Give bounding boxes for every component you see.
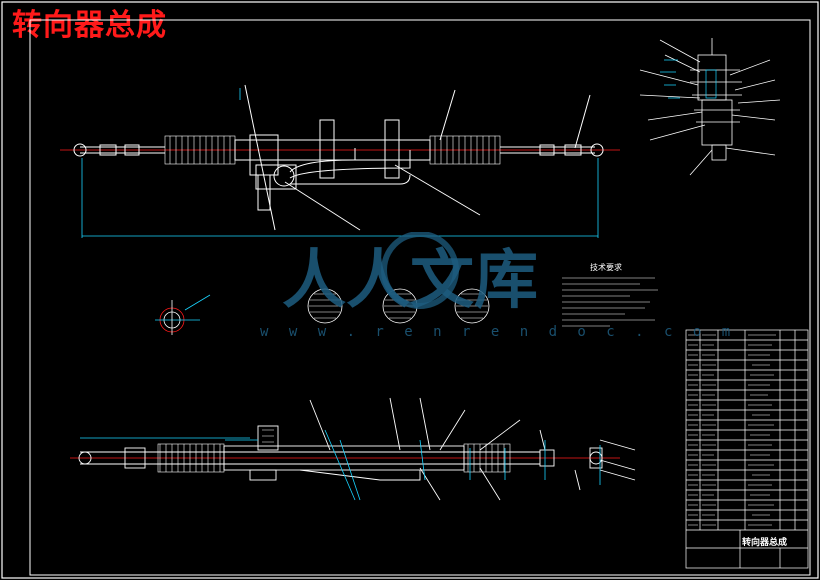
section-detail-a xyxy=(155,294,211,335)
title-block-drawing-name: 转向器总成 xyxy=(742,538,788,548)
top-dimension xyxy=(81,88,599,238)
rack-assembly-section-view xyxy=(70,397,636,501)
valve-section-dimensions xyxy=(660,59,717,99)
technical-requirements-heading: 技术要求 xyxy=(590,263,622,272)
inner-frame xyxy=(29,19,811,576)
cross-section-2 xyxy=(382,288,418,324)
cross-section-1 xyxy=(307,288,343,324)
watermark-url: w w w . r e n r e n d o c . c o m xyxy=(260,324,737,340)
parts-list-table xyxy=(685,329,809,569)
rack-assembly-top-view xyxy=(60,84,620,231)
technical-requirements-block xyxy=(562,277,658,327)
pinion-valve-section xyxy=(639,38,781,176)
cross-section-3 xyxy=(454,288,490,324)
parts-list-entries xyxy=(688,334,776,526)
drawing-title: 转向器总成 xyxy=(12,8,167,43)
section-view-dimensions xyxy=(80,429,601,501)
